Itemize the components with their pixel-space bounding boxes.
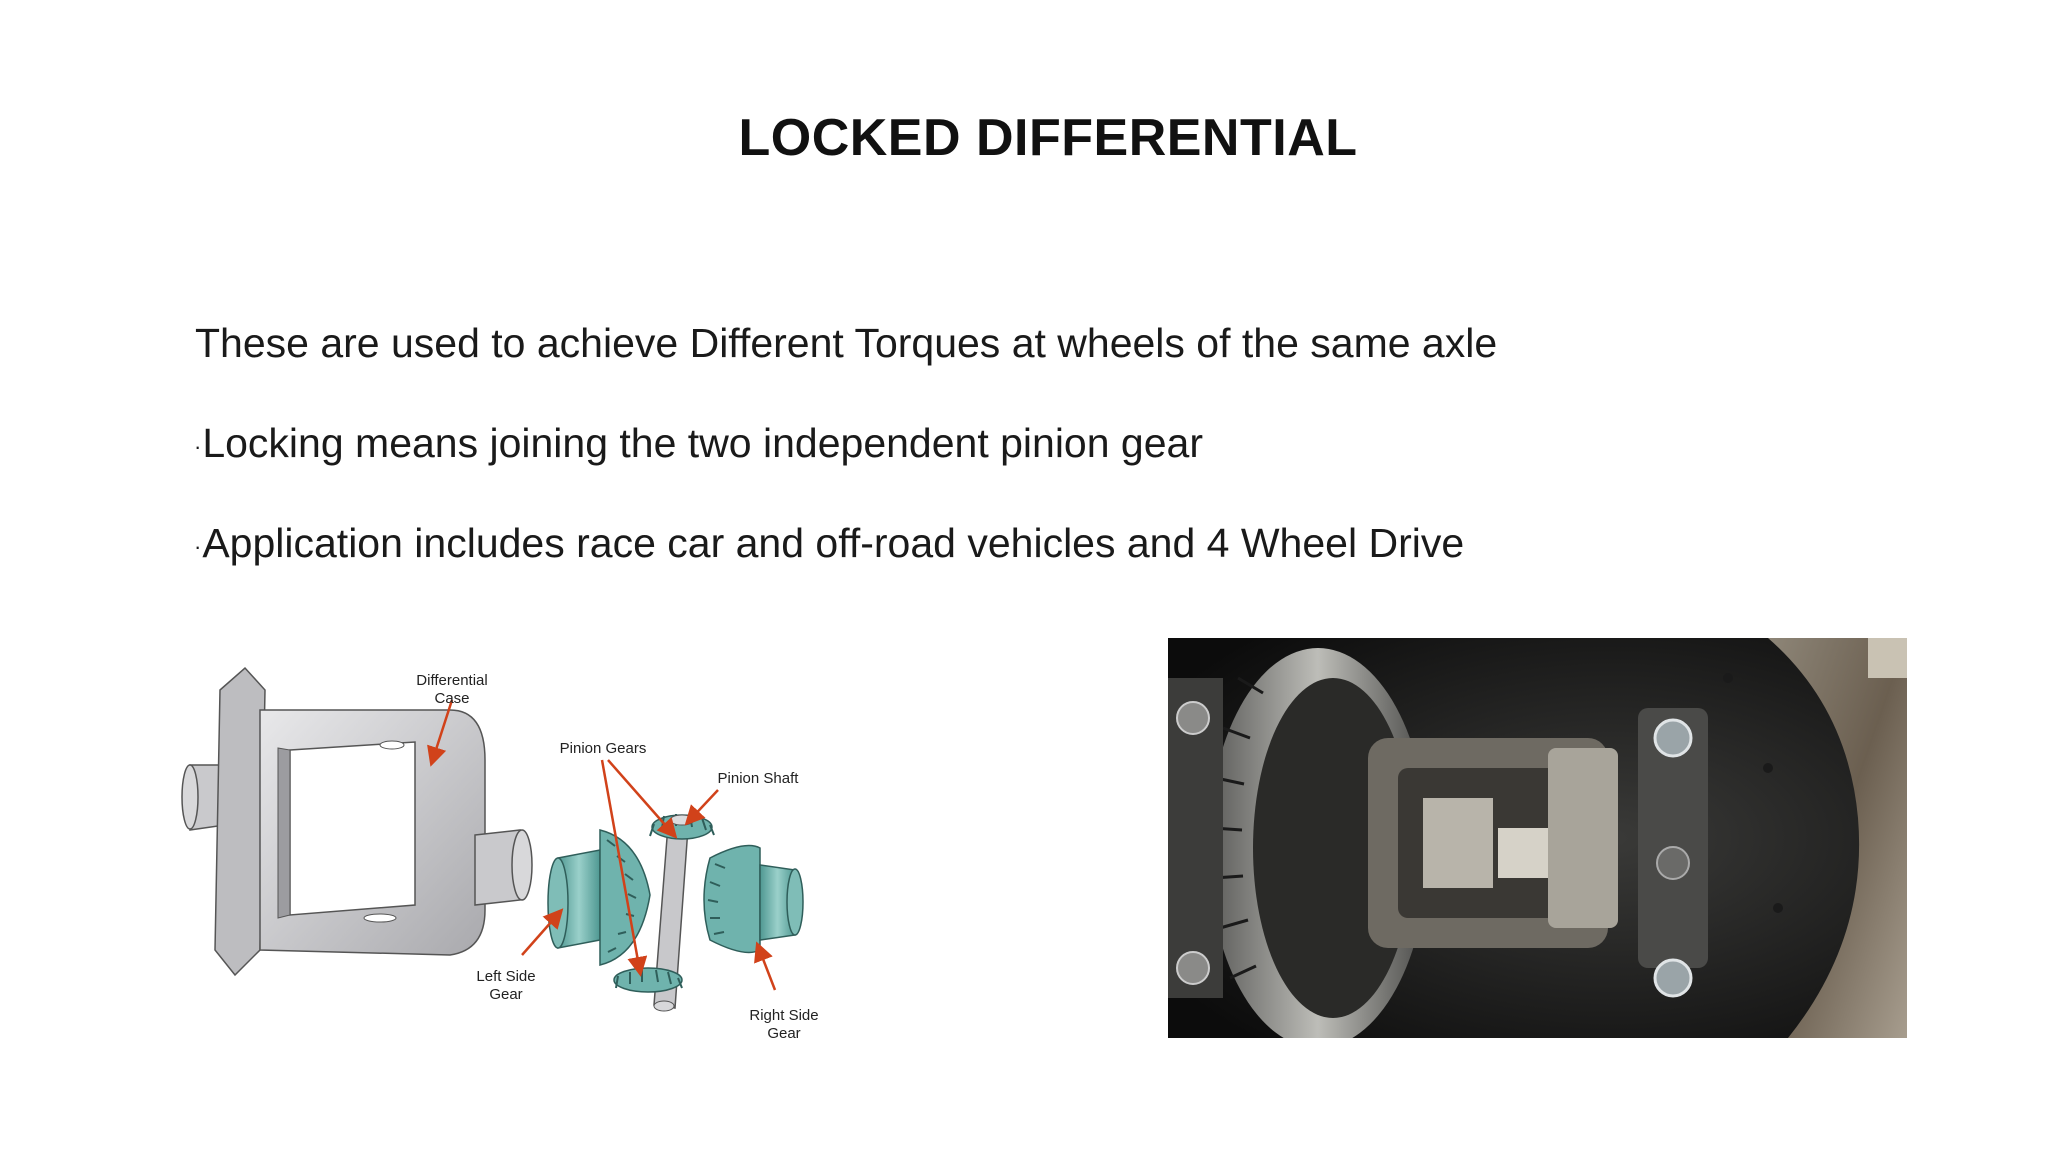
label-differential-case-line2: Case: [434, 690, 469, 707]
left-side-gear: [547, 829, 651, 966]
bottom-pinion-gear: [613, 967, 683, 993]
right-side-gear: [703, 844, 804, 954]
differential-diagram: Differential Case Pinion Gears Pinion Sh…: [181, 666, 819, 1042]
bullet-item: ·Application includes race car and off-r…: [194, 518, 1794, 568]
differential-case: [181, 666, 533, 977]
label-right-side-gear-line1: Right Side: [749, 1007, 818, 1024]
bullet-marker: ·: [194, 434, 202, 459]
label-pinion-gears: Pinion Gears: [560, 740, 647, 757]
label-right-side-gear-line2: Gear: [767, 1025, 800, 1042]
bullet-text: Application includes race car and off-ro…: [202, 520, 1465, 566]
bullet-item: ·Locking means joining the two independe…: [194, 418, 1794, 468]
bullet-list: These are used to achieve Different Torq…: [194, 318, 1794, 618]
label-differential-case-line1: Differential: [416, 672, 487, 689]
label-left-side-gear-line1: Left Side: [476, 968, 535, 985]
differential-photo: [1168, 638, 1907, 1038]
bullet-text: These are used to achieve Different Torq…: [195, 320, 1498, 366]
label-pinion-shaft: Pinion Shaft: [718, 770, 800, 787]
bullet-marker: ·: [194, 534, 202, 559]
bullet-item: These are used to achieve Different Torq…: [194, 318, 1794, 368]
bullet-text: Locking means joining the two independen…: [202, 420, 1203, 466]
label-left-side-gear-line2: Gear: [489, 986, 522, 1003]
callout-arrows: [427, 699, 777, 991]
slide-title: LOCKED DIFFERENTIAL: [738, 109, 1358, 167]
